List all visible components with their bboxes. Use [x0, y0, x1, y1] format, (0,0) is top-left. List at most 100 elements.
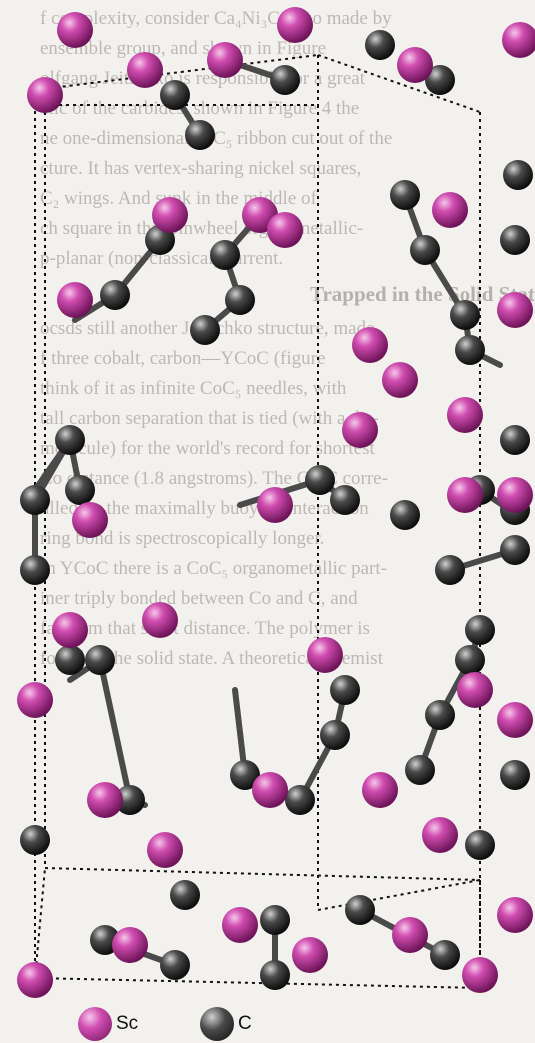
- c-atom: [503, 160, 533, 190]
- sc-atom: [267, 212, 303, 248]
- sc-atom: [57, 12, 93, 48]
- c-atom: [160, 80, 190, 110]
- c-atom: [115, 785, 145, 815]
- c-atom: [230, 760, 260, 790]
- c-atom-legend-icon: [200, 1007, 234, 1041]
- sc-atom: [257, 487, 293, 523]
- background-paragraph-2-line: iner triply bonded between Co and C, and: [40, 588, 358, 609]
- sc-atom: [502, 22, 535, 58]
- c-atom: [465, 830, 495, 860]
- legend-c-label: C: [238, 1013, 252, 1034]
- sc-atom: [72, 502, 108, 538]
- c-atom: [170, 880, 200, 910]
- c-atom: [435, 555, 465, 585]
- sc-atom: [147, 832, 183, 868]
- c-atom: [260, 960, 290, 990]
- cell-edge: [34, 867, 46, 979]
- sc-atom: [447, 397, 483, 433]
- c-atom: [100, 280, 130, 310]
- c-atom: [20, 825, 50, 855]
- c-atom: [55, 645, 85, 675]
- background-paragraph-2-line: In YCoC there is a CoC₅ organometallic p…: [40, 558, 387, 579]
- sc-atom: [127, 52, 163, 88]
- c-atom: [185, 120, 215, 150]
- sc-atom: [52, 612, 88, 648]
- c-atom: [330, 485, 360, 515]
- c-atom: [500, 425, 530, 455]
- sc-atom: [342, 412, 378, 448]
- sc-atom: [497, 897, 533, 933]
- sc-atom: [252, 772, 288, 808]
- sc-atom: [17, 962, 53, 998]
- c-atom: [455, 645, 485, 675]
- c-atom: [390, 500, 420, 530]
- c-atom: [465, 615, 495, 645]
- cell-edge: [44, 867, 481, 881]
- legend-sc-label: Sc: [116, 1013, 139, 1034]
- c-atom: [190, 315, 220, 345]
- sc-atom: [27, 77, 63, 113]
- c-atom: [305, 465, 335, 495]
- legend-sc: Sc: [78, 1006, 138, 1042]
- sc-atom: [207, 42, 243, 78]
- c-atom: [405, 755, 435, 785]
- sc-atom: [457, 672, 493, 708]
- c-atom: [455, 335, 485, 365]
- c-atom: [20, 555, 50, 585]
- sc-atom: [362, 772, 398, 808]
- c-atom: [500, 535, 530, 565]
- c-atom: [270, 65, 300, 95]
- sc-atom: [17, 682, 53, 718]
- sc-atom: [292, 937, 328, 973]
- c-atom: [450, 300, 480, 330]
- c-atom: [500, 225, 530, 255]
- c-c-bond: [97, 657, 133, 803]
- c-atom: [260, 905, 290, 935]
- sc-atom: [497, 702, 533, 738]
- sc-atom: [222, 907, 258, 943]
- c-atom: [425, 65, 455, 95]
- c-atom: [210, 240, 240, 270]
- c-atom: [320, 720, 350, 750]
- c-atom: [65, 475, 95, 505]
- sc-atom: [462, 957, 498, 993]
- c-atom: [365, 30, 395, 60]
- c-atom: [390, 180, 420, 210]
- sc-atom: [152, 197, 188, 233]
- sc-atom: [382, 362, 418, 398]
- c-atom: [425, 700, 455, 730]
- c-atom: [430, 940, 460, 970]
- sc-atom: [422, 817, 458, 853]
- sc-atom: [112, 927, 148, 963]
- background-paragraph-2: ocsds still another Jeitschko structure,…: [40, 314, 535, 674]
- c-atom: [160, 950, 190, 980]
- sc-atom: [447, 477, 483, 513]
- sc-atom: [142, 602, 178, 638]
- legend-c: C: [200, 1006, 252, 1042]
- sc-atom-legend-icon: [78, 1007, 112, 1041]
- c-atom: [345, 895, 375, 925]
- sc-atom: [87, 782, 123, 818]
- sc-atom: [307, 637, 343, 673]
- c-atom: [85, 645, 115, 675]
- cell-edge: [317, 879, 481, 911]
- c-atom: [20, 485, 50, 515]
- c-atom: [225, 285, 255, 315]
- background-paragraph-1-line: cture. It has vertex-sharing nickel squa…: [40, 158, 362, 179]
- sc-atom: [397, 47, 433, 83]
- sc-atom: [57, 282, 93, 318]
- c-atom: [500, 760, 530, 790]
- cell-edge: [34, 977, 481, 989]
- background-paragraph-2-line: f three cobalt, carbon—YCoC (figure: [40, 348, 326, 369]
- sc-atom: [352, 327, 388, 363]
- cell-edge: [34, 54, 319, 91]
- cell-edge: [317, 54, 481, 113]
- sc-atom: [497, 477, 533, 513]
- background-paragraph-2-line: think of it as infinite CoC₅ needles, wi…: [40, 378, 347, 399]
- sc-atom: [277, 7, 313, 43]
- background-paragraph-2-line: tall carbon separation that is tied (wit…: [40, 408, 379, 429]
- c-atom: [330, 675, 360, 705]
- sc-atom: [392, 917, 428, 953]
- sc-atom: [432, 192, 468, 228]
